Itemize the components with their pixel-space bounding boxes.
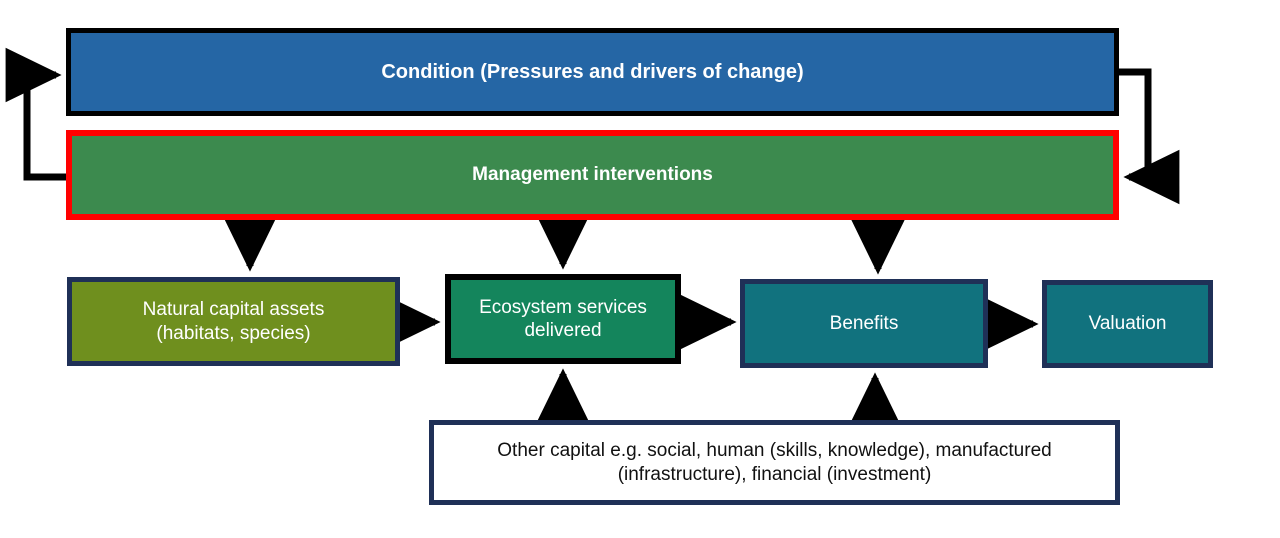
- condition-box: Condition (Pressures and drivers of chan…: [66, 28, 1119, 116]
- connector-condition-to-management-feedback: [1119, 68, 1180, 205]
- benefits-box: Benefits: [740, 279, 988, 368]
- connector-management-to-condition-feedback: [5, 47, 66, 181]
- other-capital-box: Other capital e.g. social, human (skills…: [429, 420, 1120, 505]
- management-interventions-box: Management interventions: [66, 130, 1119, 220]
- valuation-box: Valuation: [1042, 280, 1213, 368]
- natural-capital-assets-box: Natural capital assets (habitats, specie…: [67, 277, 400, 366]
- ecosystem-services-delivered-box: Ecosystem services delivered: [445, 274, 681, 364]
